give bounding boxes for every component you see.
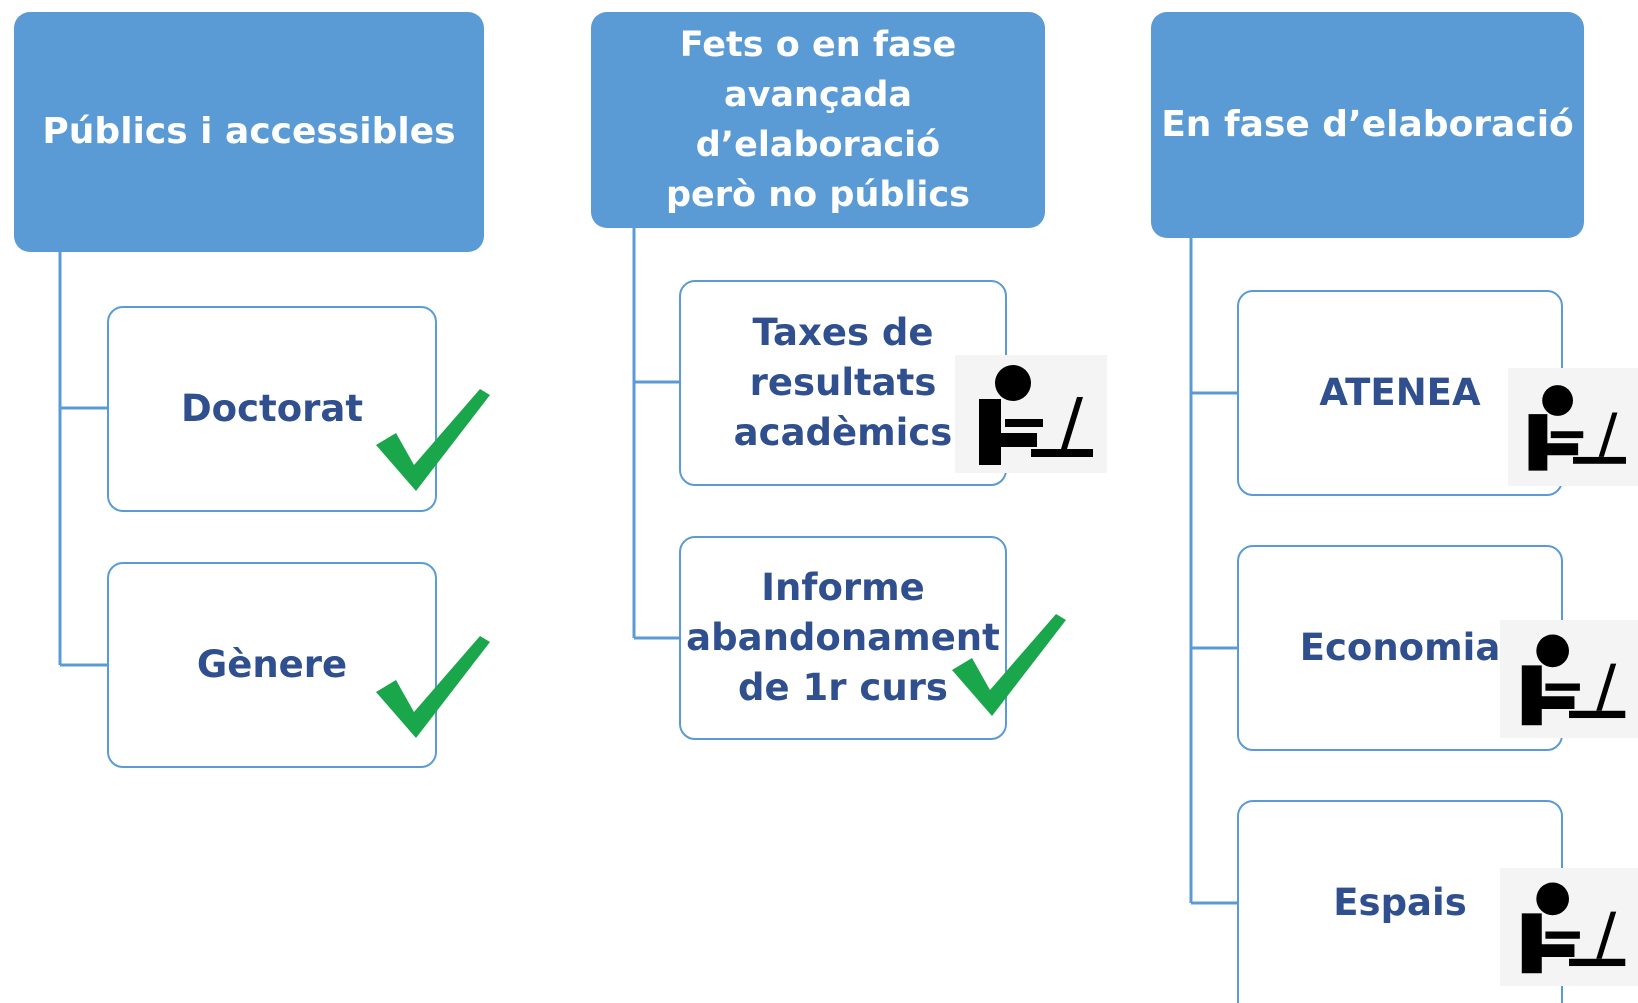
- item-genere-label: Gènere: [196, 643, 348, 686]
- person-laptop-icon: [1500, 620, 1638, 738]
- item-taxes-resultats: Taxes de resultats acadèmics: [679, 280, 1007, 486]
- item-informe-abandonament-label: Informe abandonament de 1r curs: [686, 566, 1000, 709]
- checkmark-icon: [952, 614, 1066, 716]
- column-header-fets: Fets o en fase avançada d’elaboració per…: [591, 12, 1045, 228]
- person-laptop-icon: [1500, 868, 1638, 986]
- person-laptop-icon: [1508, 368, 1638, 486]
- item-atenea-label: ATENEA: [1319, 371, 1481, 414]
- checkmark-icon: [376, 389, 490, 491]
- item-informe-abandonament: Informe abandonament de 1r curs: [679, 536, 1007, 740]
- item-economia-label: Economia: [1299, 626, 1501, 669]
- column-header-en-fase-label: En fase d’elaboració: [1161, 104, 1574, 145]
- column-header-en-fase: En fase d’elaboració: [1151, 12, 1584, 238]
- column-header-fets-label: Fets o en fase avançada d’elaboració per…: [665, 25, 971, 215]
- item-doctorat-label: Doctorat: [180, 387, 364, 430]
- item-espais-label: Espais: [1333, 880, 1467, 924]
- column-header-publics: Públics i accessibles: [14, 12, 484, 252]
- item-doctorat: Doctorat: [107, 306, 437, 512]
- person-laptop-icon: [955, 355, 1107, 473]
- column-header-publics-label: Públics i accessibles: [42, 111, 456, 152]
- item-taxes-resultats-label: Taxes de resultats acadèmics: [733, 311, 953, 454]
- item-genere: Gènere: [107, 562, 437, 768]
- checkmark-icon: [376, 636, 490, 738]
